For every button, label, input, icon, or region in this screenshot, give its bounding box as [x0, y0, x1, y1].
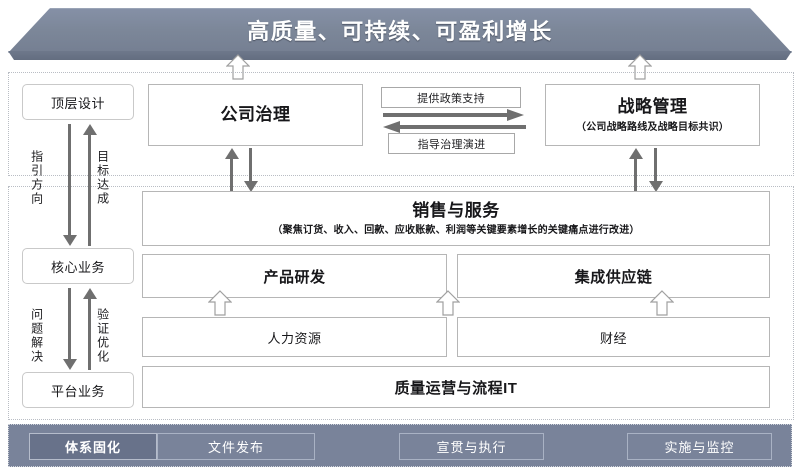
- stage-label-top-design[interactable]: 顶层设计: [22, 84, 134, 120]
- footer-item-promotion-execution[interactable]: 宣贯与执行: [399, 433, 544, 460]
- connector-label-guide-governance: 指导治理演进: [388, 133, 515, 154]
- flow-label-direction: 指引方向: [29, 150, 44, 206]
- node-strategy-management[interactable]: 战略管理 （公司战略路线及战略目标共识）: [545, 84, 760, 146]
- banner-title: 高质量、可持续、可盈利增长: [247, 19, 553, 44]
- flow-label-problem: 问题解决: [29, 308, 44, 364]
- banner-face: [8, 8, 792, 53]
- stage-label-platform-business[interactable]: 平台业务: [22, 372, 134, 408]
- node-sales-and-service-subtitle: （聚焦订货、收入、回款、应收账款、利润等关键要素增长的关键痛点进行改进）: [272, 225, 640, 237]
- stage-label-top-design-text: 顶层设计: [50, 95, 105, 111]
- node-human-resources[interactable]: 人力资源: [142, 317, 447, 357]
- down-arrow-icon-strategy-to-sales: [648, 148, 664, 192]
- up-arrow-icon-governance-to-banner: [226, 54, 250, 80]
- node-product-rd-title: 产品研发: [263, 268, 326, 286]
- top-banner: 高质量、可持续、可盈利增长: [8, 8, 792, 60]
- flow-label-goal: 目标达成: [95, 150, 110, 206]
- up-arrow-icon-hr-to-rd: [208, 290, 232, 316]
- node-finance[interactable]: 财经: [457, 317, 770, 357]
- up-arrow-icon-center-support: [436, 290, 460, 316]
- up-arrow-icon-sales-to-strategy: [628, 148, 644, 192]
- down-arrow-icon-problem: [62, 288, 78, 370]
- footer-item-implementation-monitoring[interactable]: 实施与监控: [627, 433, 772, 460]
- node-strategy-management-subtitle: （公司战略路线及战略目标共识）: [576, 121, 729, 133]
- node-strategy-management-title: 战略管理: [617, 97, 688, 117]
- node-human-resources-title: 人力资源: [267, 330, 322, 346]
- down-arrow-icon-governance-to-sales: [243, 148, 259, 192]
- node-sales-and-service[interactable]: 销售与服务 （聚焦订货、收入、回款、应收账款、利润等关键要素增长的关键痛点进行改…: [142, 191, 770, 246]
- footer-bar: 体系固化 文件发布 宣贯与执行 实施与监控: [8, 424, 792, 467]
- node-quality-operations-process-it-title: 质量运营与流程IT: [394, 379, 518, 397]
- stage-label-core-business[interactable]: 核心业务: [22, 248, 134, 284]
- node-corporate-governance[interactable]: 公司治理: [148, 84, 363, 146]
- node-quality-operations-process-it[interactable]: 质量运营与流程IT: [142, 366, 770, 408]
- up-arrow-icon-sales-to-governance: [224, 148, 240, 192]
- node-sales-and-service-title: 销售与服务: [412, 200, 500, 220]
- node-integrated-supply-chain-title: 集成供应链: [574, 268, 653, 286]
- footer-item-system-solidification[interactable]: 体系固化: [29, 433, 157, 460]
- up-arrow-icon-strategy-to-banner: [628, 54, 652, 80]
- panel-top-layer: [8, 72, 794, 176]
- up-arrow-icon-goal: [82, 124, 98, 246]
- node-product-rd[interactable]: 产品研发: [142, 254, 447, 298]
- node-integrated-supply-chain[interactable]: 集成供应链: [457, 254, 770, 298]
- footer-item-document-release[interactable]: 文件发布: [157, 433, 315, 460]
- stage-label-core-business-text: 核心业务: [50, 259, 105, 275]
- up-arrow-icon-verify: [82, 288, 98, 370]
- node-finance-title: 财经: [599, 330, 627, 346]
- banner-base-shadow: [8, 51, 792, 60]
- connector-label-policy-support: 提供政策支持: [381, 87, 521, 108]
- flow-label-verify: 验证优化: [95, 308, 110, 364]
- down-arrow-icon-direction: [62, 124, 78, 246]
- node-corporate-governance-title: 公司治理: [220, 105, 291, 125]
- up-arrow-icon-finance-to-supply: [650, 290, 674, 316]
- panel-business-layer: [8, 186, 794, 420]
- stage-label-platform-business-text: 平台业务: [50, 383, 105, 399]
